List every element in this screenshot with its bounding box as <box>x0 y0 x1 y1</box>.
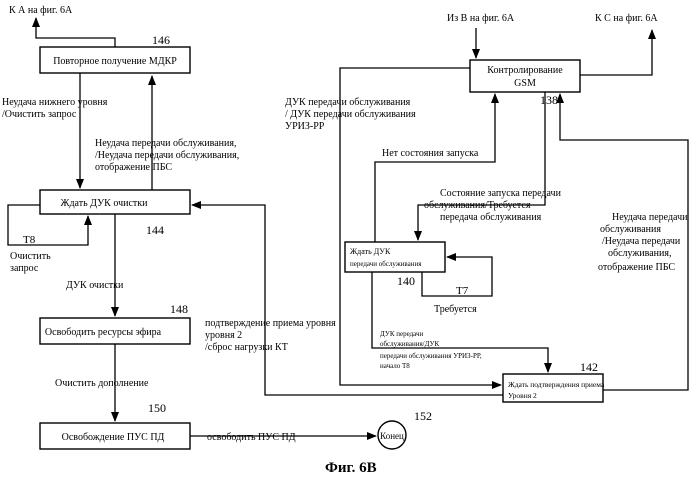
label-start-state-3: передача обслуживания <box>440 212 542 223</box>
ref-146: 146 <box>152 33 170 47</box>
label-right-fail-5: отображение ПБС <box>598 262 675 273</box>
label-required: Требуется <box>434 304 477 315</box>
label-l2-ack-2: уровня 2 <box>205 330 242 341</box>
box-wait-ack-label-2: Уровня 2 <box>508 391 537 400</box>
box-mdkr-label: Повторное получение МДКР <box>53 56 177 67</box>
label-handover-fail-3: отображение ПБС <box>95 162 172 173</box>
box-gsm-label-1: Контролирование <box>487 65 563 76</box>
label-clear-addition: Очистить дополнение <box>55 378 149 389</box>
label-t7: Т7 <box>456 285 469 297</box>
end-circle: Конец <box>378 421 406 449</box>
arrow-wait-ack-to-wait-clear <box>192 205 503 395</box>
label-small-duk-4: начало Т8 <box>380 362 410 370</box>
label-handover-fail-2: /Неудача передачи обслуживания, <box>95 150 239 161</box>
ref-144: 144 <box>146 223 164 237</box>
box-release-pus-label: Освобождение ПУС ПД <box>62 432 165 443</box>
label-duk-clear: ДУК очистки <box>66 280 124 291</box>
box-wait-l2-ack: Ждать подтверждения приема Уровня 2 <box>503 374 605 402</box>
end-label: Конец <box>380 431 404 441</box>
label-small-duk-1: ДУК передачи <box>380 330 424 338</box>
ref-142: 142 <box>580 360 598 374</box>
label-right-fail-2: обслуживания <box>600 224 661 235</box>
box-release-air-label: Освободить ресурсы эфира <box>45 327 162 338</box>
label-l2-ack-1: подтверждение приема уровня <box>205 318 336 329</box>
label-lower-fail-2: /Очистить запрос <box>2 109 77 120</box>
box-gsm-label-2: GSM <box>514 78 536 89</box>
box-mdkr-reacquire: Повторное получение МДКР <box>40 47 190 73</box>
label-right-fail-4: обслуживания, <box>608 248 671 259</box>
label-small-duk-3: передачи обслуживания УРИЗ-РР, <box>380 352 482 360</box>
label-t8: Т8 <box>23 234 36 246</box>
label-small-duk-2: обслуживания/ДУК <box>380 340 439 348</box>
connector-from-b: Из В на фиг. 6А <box>447 13 515 24</box>
ref-152: 152 <box>414 409 432 423</box>
arrow-mdkr-to-a <box>36 18 115 47</box>
ref-138: 138 <box>540 93 558 107</box>
label-right-fail-1: Неудача передачи <box>612 212 688 223</box>
box-wait-ack-label-1: Ждать подтверждения приема <box>508 380 605 389</box>
box-release-pus: Освобождение ПУС ПД <box>40 423 190 449</box>
ref-140: 140 <box>397 274 415 288</box>
label-duk-handover-2: / ДУК передачи обслуживания <box>285 109 416 120</box>
label-start-state-2: обслуживания/Требуется <box>424 200 531 211</box>
label-duk-handover-1: ДУК передачи обслуживания <box>285 97 411 108</box>
figure-caption: Фиг. 6В <box>325 460 377 476</box>
label-no-start-state: Нет состояния запуска <box>382 148 479 159</box>
label-free-pus: освободить ПУС ПД <box>207 432 296 443</box>
box-release-air-resources: Освободить ресурсы эфира <box>40 318 190 344</box>
label-duk-handover-3: УРИЗ-РР <box>285 121 325 132</box>
label-l2-ack-3: /сброс нагрузки КТ <box>205 342 288 353</box>
box-wait-clear-label: Ждать ДУК очистки <box>61 198 149 209</box>
label-clear-request-1: Очистить <box>10 251 51 262</box>
connector-to-a: К А на фиг. 6А <box>9 5 73 16</box>
label-handover-fail-1: Неудача передачи обслуживания, <box>95 138 236 149</box>
box-wait-duk-label-2: передачи обслуживания <box>350 260 422 268</box>
connector-to-c: К С на фиг. 6А <box>595 13 658 24</box>
box-wait-duk-label-1: Ждать ДУК <box>350 247 391 256</box>
arrow-gsm-to-c <box>580 30 652 75</box>
label-lower-fail-1: Неудача нижнего уровня <box>2 97 108 108</box>
label-right-fail-3: /Неудача передачи <box>602 236 681 247</box>
label-start-state-1: Состояние запуска передачи <box>440 188 562 199</box>
box-gsm-monitoring: Контролирование GSM <box>470 60 580 92</box>
ref-150: 150 <box>148 401 166 415</box>
box-wait-duk-clear: Ждать ДУК очистки <box>40 190 190 214</box>
ref-148: 148 <box>170 302 188 316</box>
box-wait-duk-handover: Ждать ДУК передачи обслуживания <box>345 242 445 272</box>
label-clear-request-2: запрос <box>10 263 39 274</box>
